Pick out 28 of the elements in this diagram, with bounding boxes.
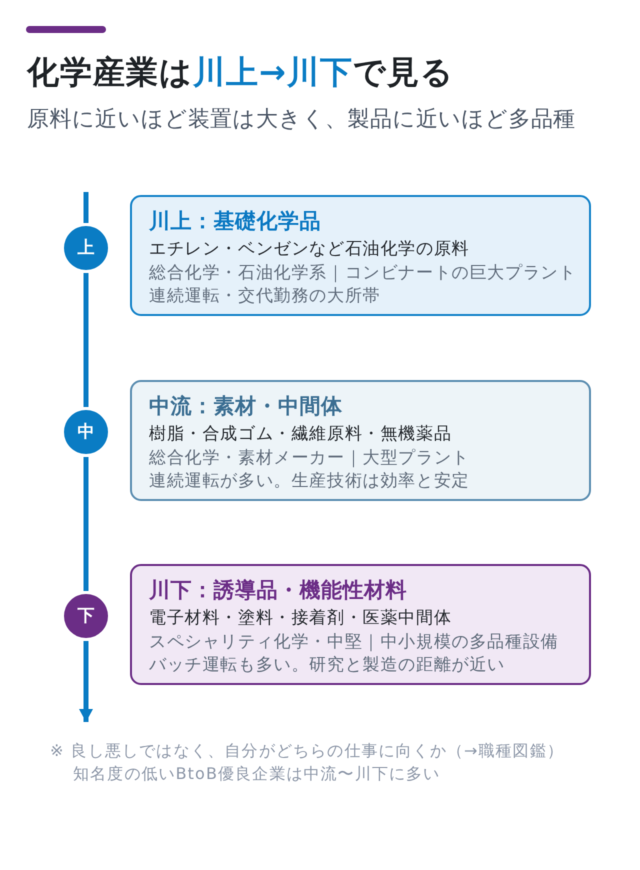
card-text: エチレン・ベンゼンなど石油化学の原料 [149, 238, 470, 261]
timeline-line [84, 192, 88, 223]
card-heading: 川上：基礎化学品 [149, 208, 321, 235]
card-note: 総合化学・素材メーカー｜大型プラント [149, 446, 470, 470]
card-text: 樹脂・合成ゴム・繊維原料・無機薬品 [149, 423, 452, 446]
timeline-line [84, 457, 88, 591]
timeline-line [84, 273, 88, 407]
step-label: 下 [78, 606, 94, 626]
card-text: 電子材料・塗料・接着剤・医薬中間体 [149, 607, 452, 630]
card-note: 連続運転・交代勤務の大所帯 [149, 285, 380, 308]
stage-card [130, 195, 591, 316]
card-heading: 中流：素材・中間体 [149, 393, 342, 420]
stage-card [130, 564, 591, 685]
title: 化学産業は川上→川下で見る [27, 52, 454, 92]
footnote: ※ 良し悪しではなく、自分がどちらの仕事に向くか（→職種図鑑） [50, 740, 564, 762]
step-circle [64, 410, 108, 454]
footnote: 知名度の低いBtoB優良企業は中流〜川下に多い [73, 763, 440, 785]
subtitle: 原料に近いほど装置は大きく、製品に近いほど多品種 [27, 106, 576, 134]
card-note: 総合化学・石油化学系｜コンビナートの巨大プラント [149, 262, 576, 284]
step-label: 中 [78, 422, 94, 442]
card-heading: 川下：誘導品・機能性材料 [149, 577, 407, 604]
card-note: バッチ運転も多い。研究と製造の距離が近い [149, 654, 505, 677]
stage-card [130, 380, 591, 501]
step-label: 上 [78, 238, 94, 258]
step-circle [64, 226, 108, 270]
card-note: 連続運転が多い。生産技術は効率と安定 [149, 470, 470, 493]
step-circle [64, 594, 108, 638]
card-note: スペシャリティ化学・中堅｜中小規模の多品種設備 [149, 630, 558, 654]
